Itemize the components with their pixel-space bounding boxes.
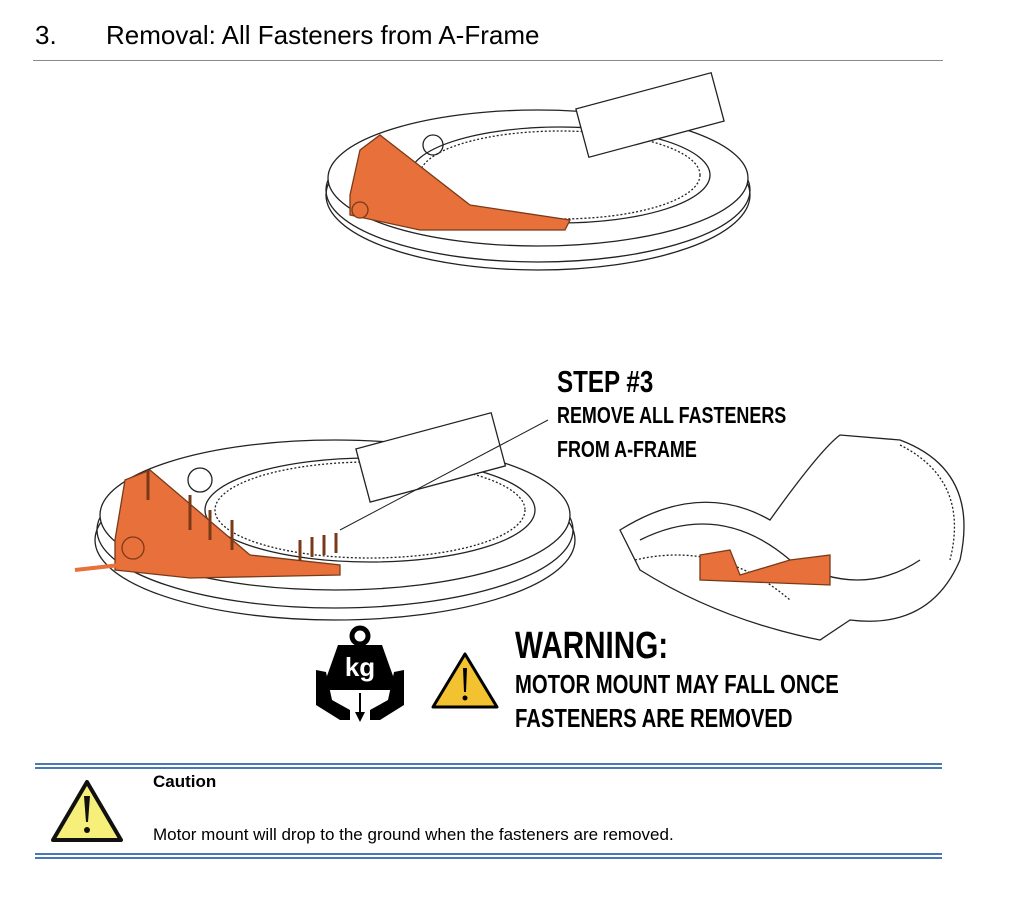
kg-label: kg (345, 652, 375, 682)
warning-title: WARNING: (515, 625, 669, 667)
weight-hands-icon: kg (316, 625, 404, 722)
ring-assembly-fasteners-illustration (74, 411, 576, 621)
caution-triangle-icon (51, 780, 123, 842)
ring-assembly-top-illustration (325, 71, 751, 271)
warning-line: MOTOR MOUNT MAY FALL ONCE (515, 669, 839, 699)
caution-text: Motor mount will drop to the ground when… (153, 825, 674, 844)
section-number: 3. (35, 20, 57, 50)
caution-bottom-rule (35, 853, 942, 855)
ring-section-closeup-illustration (619, 434, 965, 641)
step-callout-line: FROM A-FRAME (557, 436, 697, 462)
caution-title: Caution (153, 772, 217, 791)
warning-triangle-icon (431, 652, 499, 709)
caution-top-rule (35, 767, 942, 769)
step-callout-title: STEP #3 (557, 364, 654, 399)
heading-rule (33, 60, 943, 61)
caution-bottom-rule (35, 857, 942, 859)
warning-line: FASTENERS ARE REMOVED (515, 703, 793, 733)
caution-top-rule (35, 763, 942, 765)
step-callout-line: REMOVE ALL FASTENERS (557, 402, 787, 428)
section-title: Removal: All Fasteners from A-Frame (106, 20, 540, 50)
